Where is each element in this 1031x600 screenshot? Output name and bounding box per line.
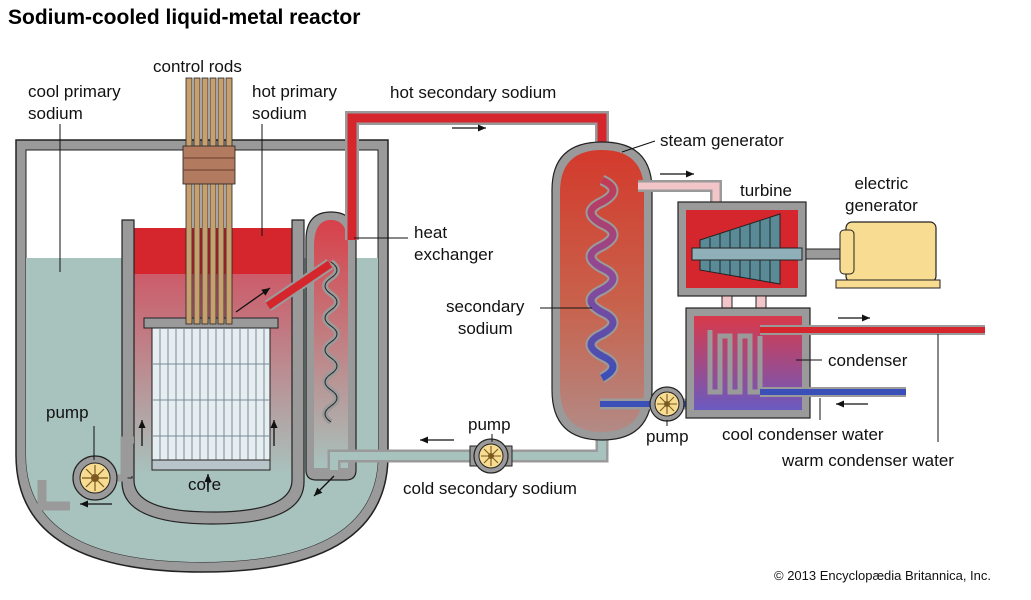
- label-hot-primary-sodium: hot primary sodium: [252, 81, 337, 125]
- leader-lines: [59, 124, 939, 460]
- feed-pump: [649, 386, 685, 422]
- steam-generator: [551, 141, 653, 441]
- condenser: [685, 307, 811, 419]
- primary-pump: [72, 455, 118, 501]
- heat-exchanger: [264, 211, 357, 481]
- diagram-title: Sodium-cooled liquid-metal reactor: [8, 6, 361, 29]
- label-pump-secondary: pump: [468, 415, 511, 434]
- label-condenser: condenser: [828, 351, 908, 370]
- label-line: sodium: [252, 104, 307, 123]
- label-line: hot primary: [252, 82, 338, 101]
- reactor-core: [143, 317, 279, 471]
- label-heat-exchanger: heat exchanger: [414, 222, 493, 266]
- label-line: generator: [845, 196, 918, 215]
- label-pump-feed: pump: [646, 427, 689, 446]
- cold-secondary-pipe: [327, 436, 609, 470]
- flow-arrows: [80, 124, 870, 508]
- label-pump-reactor: pump: [46, 403, 89, 422]
- control-rods: [182, 77, 236, 325]
- label-line: heat: [414, 223, 448, 242]
- label-line: secondary: [446, 297, 525, 316]
- label-warm-condenser-water: warm condenser water: [782, 451, 954, 470]
- label-line: sodium: [28, 104, 83, 123]
- label-cool-primary-sodium: cool primary sodium: [28, 81, 121, 125]
- label-line: exchanger: [414, 245, 494, 264]
- label-control-rods: control rods: [153, 57, 242, 76]
- label-electric-generator: electric generator: [845, 173, 918, 217]
- label-hot-secondary-sodium: hot secondary sodium: [390, 83, 557, 102]
- label-cold-secondary-sodium: cold secondary sodium: [403, 479, 577, 498]
- steam-line: [638, 180, 722, 208]
- label-steam-generator: steam generator: [660, 131, 784, 150]
- label-turbine: turbine: [740, 181, 792, 200]
- secondary-pump: [469, 438, 513, 474]
- label-line: electric: [854, 174, 909, 193]
- electric-generator: [835, 221, 941, 289]
- label-line: sodium: [457, 319, 513, 338]
- label-cool-condenser-water: cool condenser water: [722, 425, 884, 444]
- label-line: cool primary: [28, 82, 121, 101]
- turbine: [677, 201, 849, 297]
- label-secondary-sodium: secondary sodium: [446, 296, 524, 340]
- copyright-notice: © 2013 Encyclopædia Britannica, Inc.: [774, 568, 991, 583]
- hot-secondary-pipe: [345, 111, 609, 240]
- label-core: core: [188, 475, 222, 494]
